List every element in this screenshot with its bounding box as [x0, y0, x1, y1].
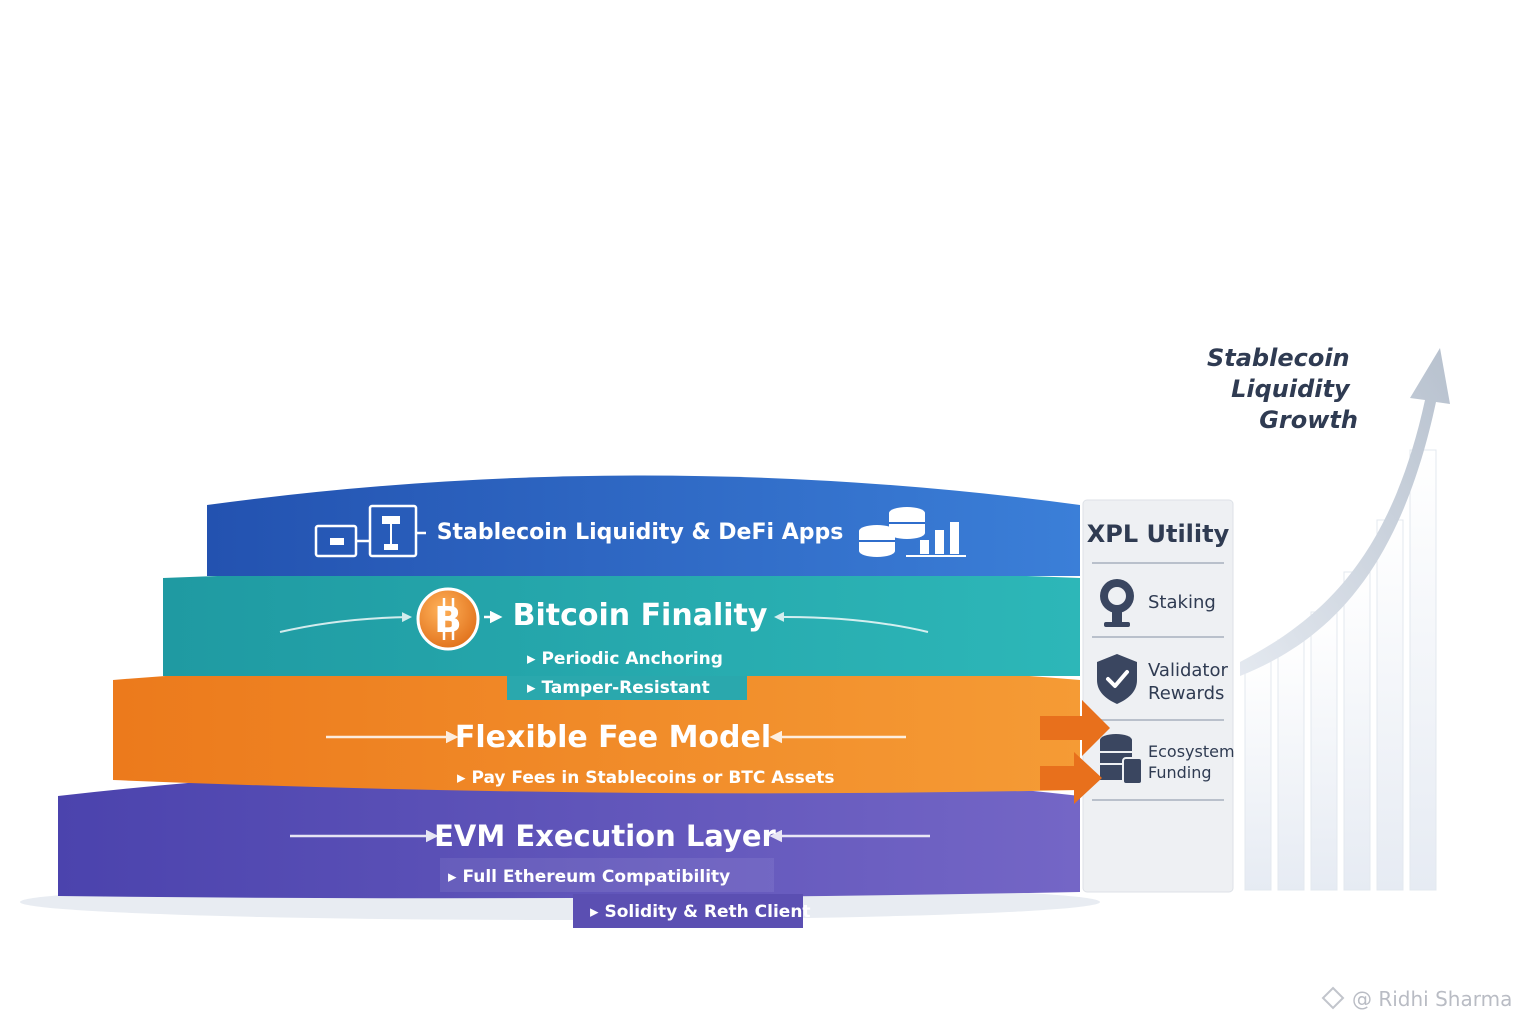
layer-title: Stablecoin Liquidity & DeFi Apps	[437, 520, 844, 545]
shield-check-icon	[1097, 654, 1137, 704]
growth-bar	[1310, 611, 1338, 891]
coin-stack-icon	[1100, 734, 1143, 785]
layer-sub-label: ▸ Solidity & Reth Client	[590, 902, 811, 922]
right-arrow	[774, 611, 929, 633]
flowchart-icon	[314, 504, 426, 558]
fee-to-utility-arrow	[1040, 700, 1110, 756]
layer-stablecoin-defi: Stablecoin Liquidity & DeFi Apps	[207, 475, 1080, 576]
left-arrow	[279, 612, 412, 633]
layer-slab	[163, 569, 1080, 676]
panel-title: XPL Utility	[1087, 520, 1230, 548]
layer-bitcoin-finality: B Bitcoin Finality ▸ Periodic Anchoring …	[163, 569, 1080, 700]
layer-title: Bitcoin Finality	[513, 598, 768, 633]
layer-sub-label: ▸ Full Ethereum Compatibility	[448, 867, 730, 887]
layer-title: Flexible Fee Model	[455, 720, 771, 755]
diamond-logo-icon	[1321, 986, 1345, 1010]
watermark: @ Ridhi Sharma	[1321, 986, 1512, 1011]
fee-to-utility-arrow	[1040, 752, 1102, 804]
bitcoin-symbol: B	[434, 600, 461, 641]
panel-item-staking: Staking	[1148, 592, 1216, 613]
watermark-text: @ Ridhi Sharma	[1352, 987, 1512, 1011]
layer-slab	[113, 660, 1080, 794]
growth-chart	[1240, 348, 1450, 891]
growth-bar	[1409, 449, 1437, 891]
layer-slab	[58, 767, 1080, 899]
layer-evm-execution: EVM Execution Layer ▸ Full Ethereum Comp…	[58, 767, 1080, 928]
layer-sub-label: ▸ Pay Fees in Stablecoins or BTC Assets	[457, 768, 834, 788]
coins-and-bar-chart-icon	[859, 507, 966, 557]
growth-bar	[1343, 571, 1371, 891]
layer-flexible-fee: Flexible Fee Model ▸ Pay Fees in Stablec…	[113, 660, 1110, 804]
panel-item-validator-rewards: Validator Rewards	[1148, 660, 1234, 704]
growth-bar	[1244, 659, 1272, 891]
growth-bar	[1376, 519, 1404, 891]
bitcoin-icon: B	[416, 587, 480, 651]
layer-sub-label: ▸ Tamper-Resistant	[527, 678, 710, 698]
panel-item-ecosystem-funding: Ecosystem Funding	[1148, 742, 1240, 782]
growth-label: Stablecoin Liquidity Growth	[1207, 344, 1358, 434]
sub-label-tab	[507, 676, 747, 700]
sub-label-tab	[573, 894, 803, 928]
xpl-utility-panel: XPL Utility Staking Validator Rewards	[1082, 499, 1240, 893]
layer-title: EVM Execution Layer	[434, 819, 776, 853]
layer-sub-label: ▸ Periodic Anchoring	[527, 649, 723, 669]
staking-icon	[1100, 579, 1134, 627]
growth-arrow	[1240, 348, 1450, 676]
sub-label-band	[440, 858, 774, 892]
growth-bar	[1277, 639, 1305, 891]
